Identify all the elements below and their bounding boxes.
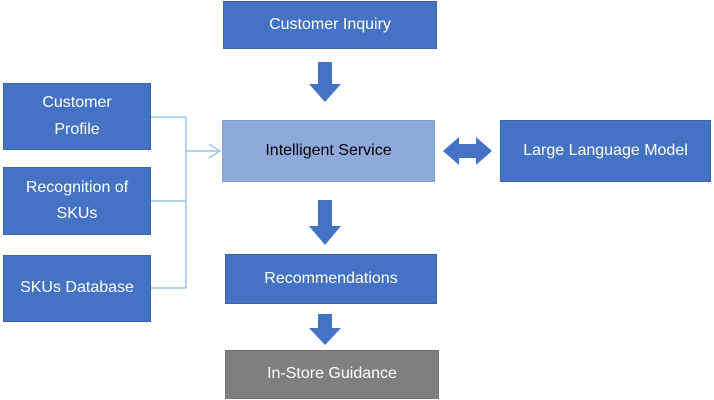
recommendations-box: Recommendations: [225, 254, 437, 304]
intelligent-service-label: Intelligent Service: [265, 141, 392, 159]
skus-database-label: SKUs Database: [20, 279, 134, 297]
intelligent-service-box: Intelligent Service: [222, 120, 435, 182]
skus-database-box: SKUs Database: [3, 255, 151, 322]
in-store-guidance-label: In-Store Guidance: [267, 365, 397, 383]
recognition-skus-box: Recognition of SKUs: [3, 167, 151, 235]
large-language-model-box: Large Language Model: [500, 120, 711, 182]
recommendations-label: Recommendations: [264, 269, 398, 287]
arrow-down-3: [309, 314, 341, 345]
recognition-skus-label: Recognition of SKUs: [25, 178, 129, 222]
customer-profile-label: Customer Profile: [42, 94, 112, 138]
arrow-down-1: [309, 62, 341, 102]
customer-inquiry-label: Customer Inquiry: [269, 15, 391, 33]
customer-inquiry-box: Customer Inquiry: [223, 1, 437, 49]
in-store-guidance-box: In-Store Guidance: [225, 350, 439, 399]
input-bracket-connector: [151, 116, 222, 289]
arrow-down-2: [309, 200, 341, 245]
customer-profile-box: Customer Profile: [3, 83, 151, 150]
double-arrow: [443, 137, 492, 165]
large-language-model-label: Large Language Model: [523, 141, 688, 159]
